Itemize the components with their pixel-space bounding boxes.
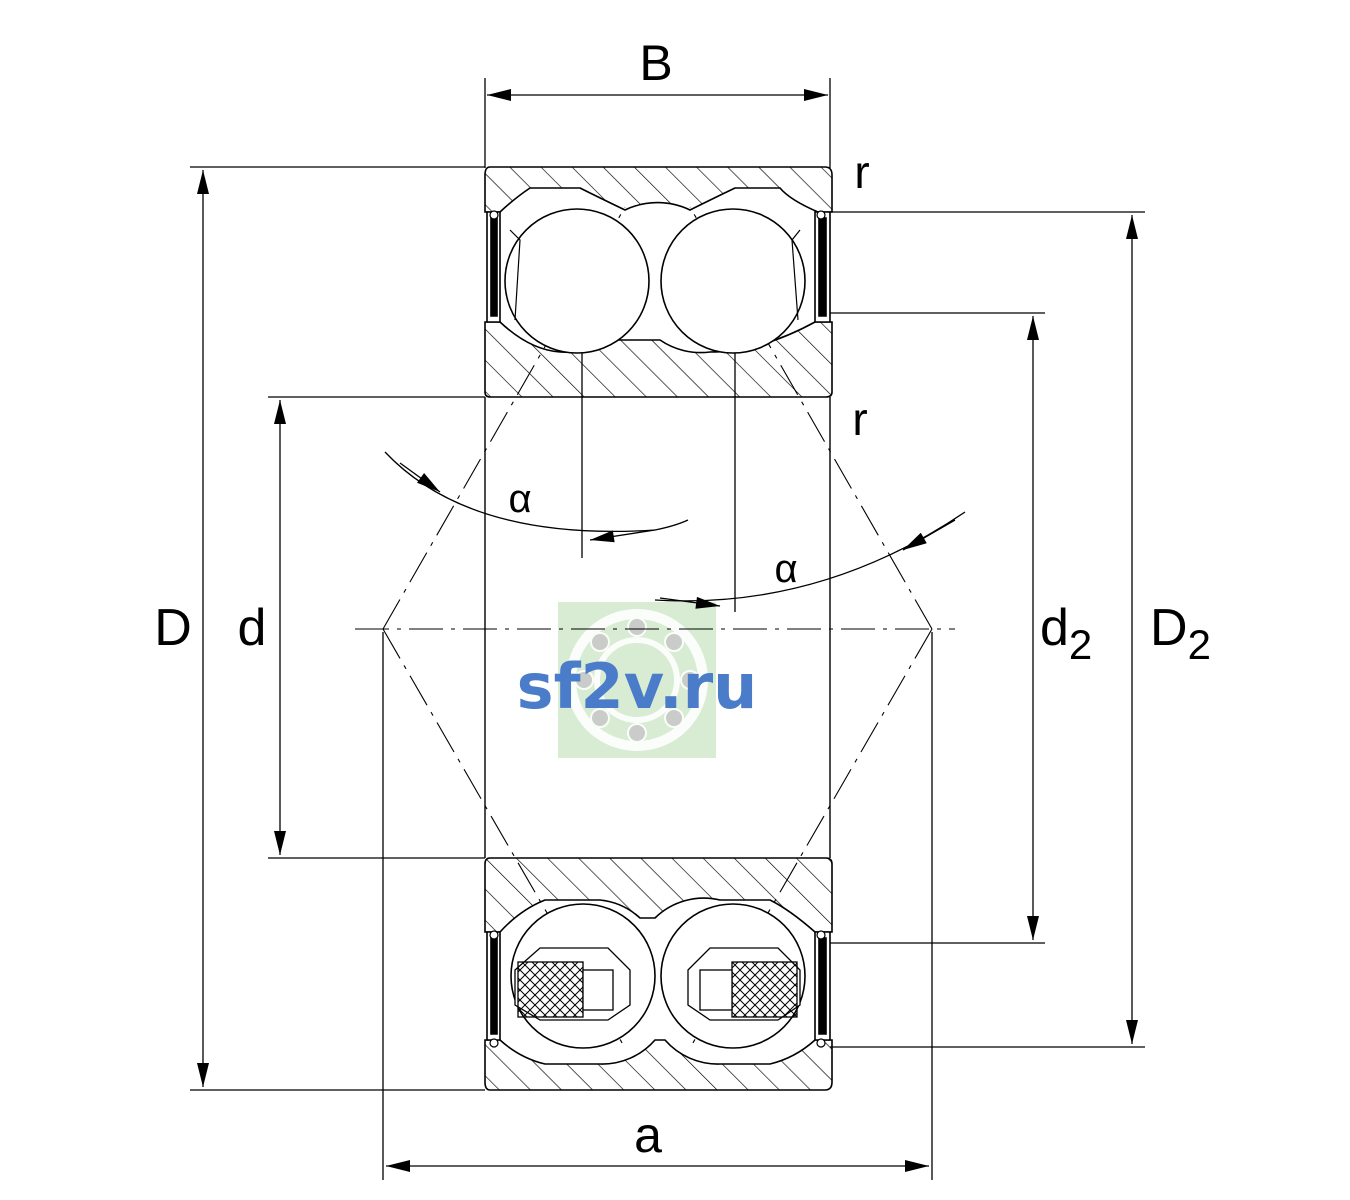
label-r-top: r xyxy=(854,146,869,198)
alpha-arc-right xyxy=(654,511,966,602)
label-a: a xyxy=(634,1107,662,1163)
label-alpha-right: α xyxy=(774,547,797,591)
label-D2: D2 xyxy=(1150,599,1211,668)
angle-arcs xyxy=(384,451,966,609)
bore-lines xyxy=(484,397,831,858)
extension-lines xyxy=(190,78,1145,1180)
ball-top-right xyxy=(660,208,806,354)
label-alpha-left: α xyxy=(508,477,531,521)
alpha-arc-left xyxy=(384,451,689,533)
ball-top-left xyxy=(504,208,650,354)
outer-ring-top xyxy=(484,166,833,213)
dimension-lines xyxy=(197,89,1138,1172)
watermark-text: sf2v.ru xyxy=(517,650,758,723)
label-d2: d2 xyxy=(1040,599,1092,668)
watermark: sf2v.ru xyxy=(517,602,758,758)
bearing-top-section xyxy=(484,166,833,398)
label-d: d xyxy=(238,599,267,657)
label-B: B xyxy=(639,35,672,91)
label-D: D xyxy=(154,599,192,657)
label-r-inner: r xyxy=(852,393,867,445)
outer-ring-bottom xyxy=(484,1039,833,1091)
dimension-labels: B r r D d d2 D2 α α a xyxy=(154,35,1211,1163)
watermark-bearing-icon xyxy=(566,609,708,751)
bearing-bottom-section xyxy=(484,857,833,1091)
